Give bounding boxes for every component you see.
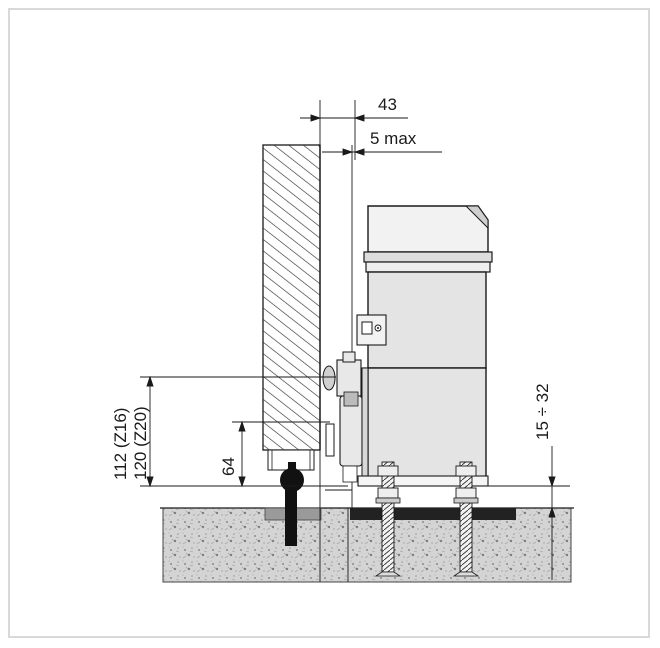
dim-5max-label: 5 max (370, 129, 417, 148)
gate-leaf (262, 144, 321, 451)
rack-bracket (322, 351, 363, 491)
dim-43-label: 43 (378, 95, 397, 114)
dimension-5max (322, 148, 442, 156)
dim-120-z20-label: 120 (Z20) (131, 406, 150, 480)
anchor-bolt-left (374, 461, 402, 577)
dimension-43 (300, 114, 408, 122)
dim-112-z16-label: 112 (Z16) (111, 408, 130, 480)
concrete-foundation (160, 507, 574, 583)
gearmotor-housing (356, 205, 493, 487)
foundation-plate (350, 508, 516, 520)
dimension-64 (232, 420, 330, 488)
dimension-112-120 (140, 375, 348, 488)
dim-15-32-label: 15 ÷ 32 (533, 383, 552, 440)
dim-64-label: 64 (219, 457, 238, 476)
anchor-bolt-right (452, 461, 480, 577)
dimension-15-32 (488, 446, 570, 580)
